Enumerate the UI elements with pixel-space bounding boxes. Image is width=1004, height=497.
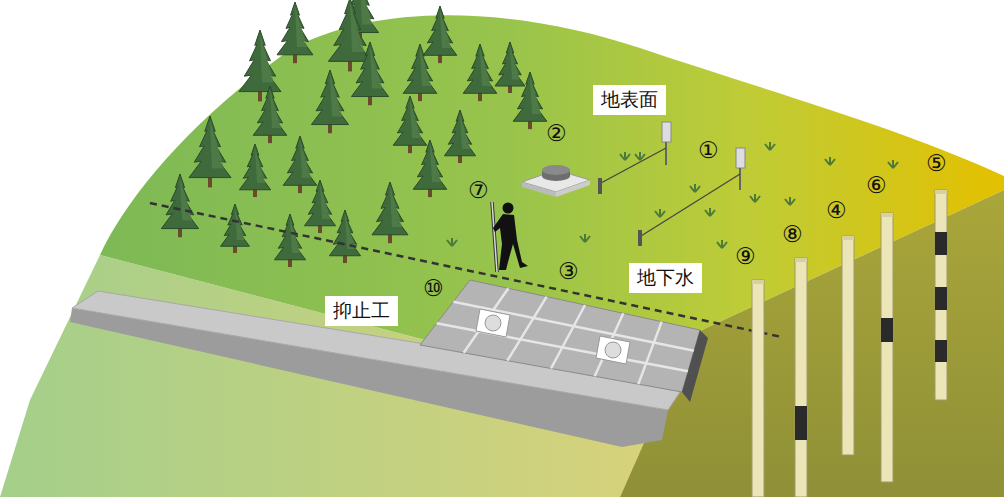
tree	[393, 96, 427, 153]
tree	[351, 42, 388, 105]
callout-number: ⑧	[782, 223, 803, 246]
borehole-pipe	[752, 280, 764, 497]
callout-number: ⑤	[926, 152, 947, 175]
box-label: 地表面	[601, 88, 658, 112]
borehole-pipes	[752, 190, 947, 497]
anchor-head	[476, 309, 630, 364]
tree	[253, 86, 287, 143]
borehole-pipe	[842, 236, 854, 455]
callout-number: ①	[698, 139, 719, 162]
callout-number: ③	[558, 260, 579, 283]
borehole-pipe	[935, 190, 947, 400]
tree	[413, 140, 447, 197]
tree	[239, 144, 270, 197]
grass	[580, 234, 590, 242]
surveyor	[492, 202, 528, 272]
tree	[189, 116, 231, 187]
grass	[888, 160, 898, 168]
tree	[239, 30, 281, 101]
panel-joint	[437, 323, 688, 371]
callout-number: ②	[546, 122, 567, 145]
callout-number: ⑦	[468, 179, 489, 202]
wall-cut	[682, 330, 708, 402]
grass	[750, 194, 760, 202]
grass	[635, 152, 645, 160]
borehole-pipe	[881, 213, 893, 482]
callout-number: ⑥	[866, 174, 887, 197]
grass	[690, 184, 700, 192]
panel-joint	[453, 302, 694, 351]
grass	[825, 157, 835, 165]
tree	[372, 182, 408, 243]
panel-joint	[551, 305, 585, 369]
grass	[447, 238, 457, 246]
label-box: 抑止工	[325, 296, 398, 326]
callout-number: ⑨	[735, 245, 756, 268]
label-box: 地表面	[593, 85, 666, 115]
grass	[655, 209, 665, 217]
grass	[785, 197, 795, 205]
panel-grid	[437, 288, 694, 384]
anchor-panels	[420, 280, 700, 392]
water-gauge	[522, 165, 590, 197]
forest	[161, 0, 546, 267]
grass	[705, 208, 715, 216]
box-label: 地下水	[637, 266, 694, 290]
tree	[513, 72, 547, 129]
panel-joint	[507, 297, 546, 361]
tree	[423, 6, 457, 63]
tree	[495, 42, 525, 93]
panel-joint	[638, 322, 661, 385]
box-label: 抑止工	[333, 299, 390, 323]
borehole-pipe	[795, 258, 807, 497]
tree	[304, 180, 335, 233]
label-box: 地下水	[629, 263, 702, 293]
callout-number: ⑩	[423, 277, 444, 300]
grass	[765, 142, 775, 150]
tree	[283, 136, 317, 193]
tree	[463, 44, 497, 101]
tree	[221, 204, 250, 253]
tree	[274, 214, 305, 267]
tree	[444, 110, 475, 163]
tree	[277, 2, 313, 63]
tree	[403, 44, 437, 101]
grass	[620, 152, 630, 160]
extensometer	[598, 122, 745, 246]
grass	[717, 240, 727, 248]
tree	[329, 210, 360, 263]
tree	[311, 70, 348, 133]
callout-number: ④	[826, 199, 847, 222]
